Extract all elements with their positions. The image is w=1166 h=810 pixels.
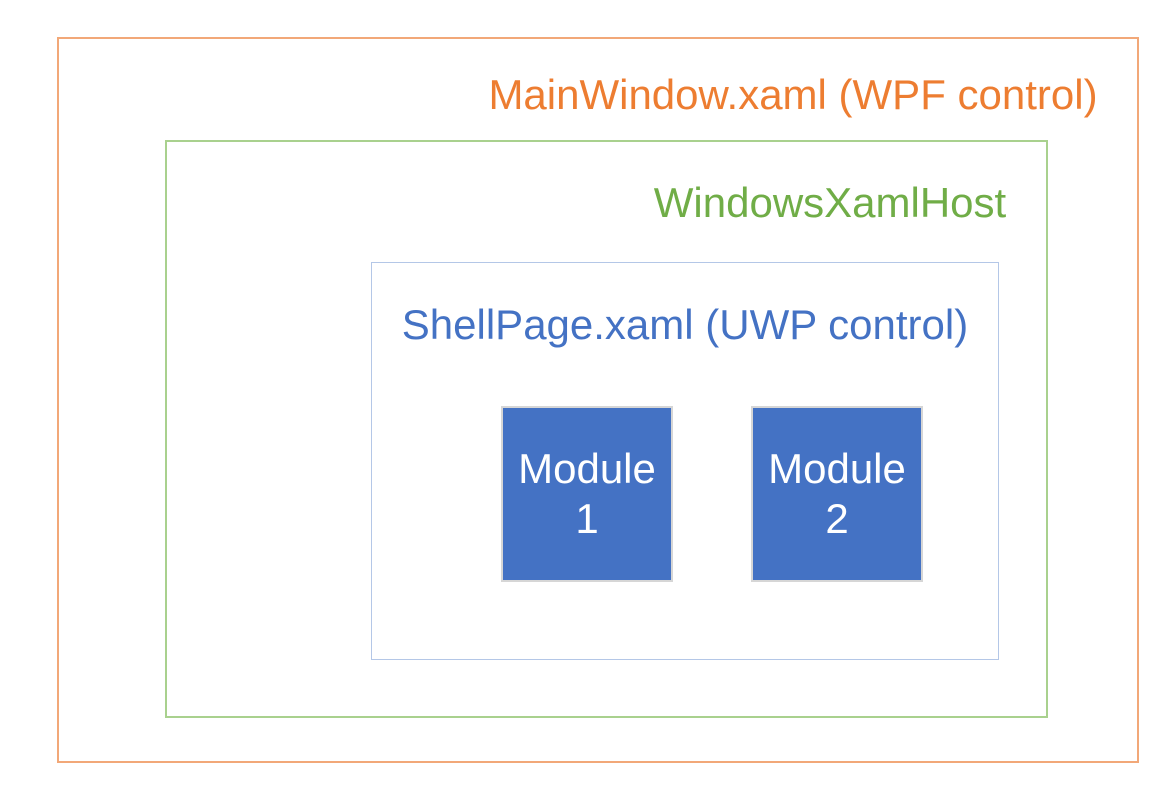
module-1-box: Module 1	[501, 406, 673, 582]
module-2-number: 2	[825, 495, 849, 542]
shellpage-box	[371, 262, 999, 660]
module-1-number: 1	[575, 495, 599, 542]
module-2-name: Module	[768, 445, 906, 492]
windowsxamlhost-box	[165, 140, 1048, 718]
module-1-name: Module	[518, 445, 656, 492]
windowsxamlhost-label: WindowsXamlHost	[653, 179, 1007, 226]
module-2-box: Module 2	[751, 406, 923, 582]
mainwindow-label: MainWindow.xaml (WPF control)	[488, 71, 1098, 118]
shellpage-label: ShellPage.xaml (UWP control)	[401, 301, 969, 348]
mainwindow-box	[57, 37, 1139, 763]
